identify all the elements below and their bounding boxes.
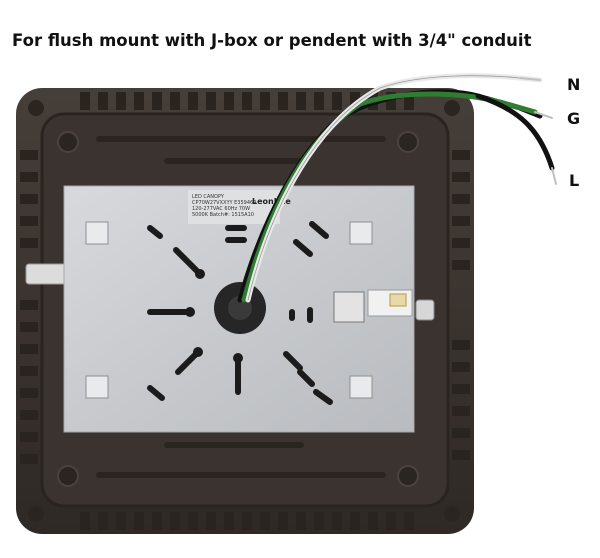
product-label-line: LED CANOPY	[192, 194, 225, 200]
brand-name: LeonLite	[252, 197, 291, 206]
wire-label-ground: G	[567, 109, 581, 128]
product-label-line: CP70W27VXXYY E359469	[192, 200, 256, 206]
caption: For flush mount with J-box or pendent wi…	[12, 31, 532, 50]
mounting-plate	[63, 185, 435, 433]
wire-label-neutral: N	[567, 75, 581, 94]
product-label-line: 5000K Batch#: 1515A10	[192, 212, 254, 218]
product-label: LED CANOPY CP70W27VXXYY E359469 120-277V…	[188, 190, 291, 224]
wires	[237, 73, 557, 303]
product-label-line: 120-277VAC 60Hz 70W	[192, 206, 250, 212]
wire-label-line: L	[569, 171, 580, 190]
